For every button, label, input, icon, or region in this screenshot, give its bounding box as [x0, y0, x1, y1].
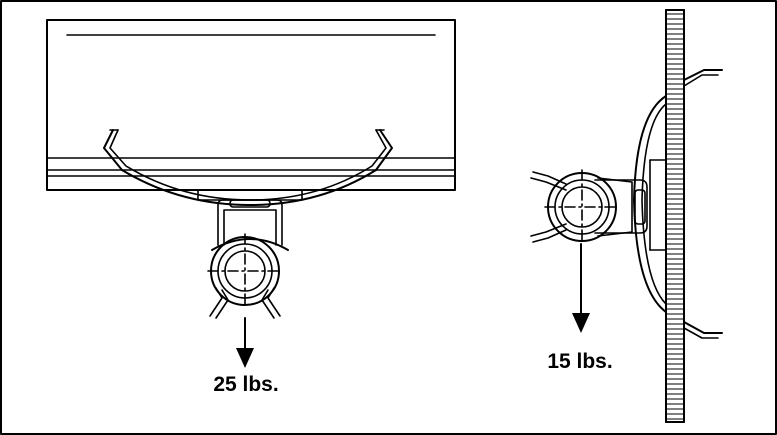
- hanger-strap: [217, 199, 283, 246]
- left-figure: 25 lbs.: [46, 19, 456, 396]
- saddle-plate: [197, 189, 303, 201]
- load-label-25: 25 lbs.: [213, 373, 278, 396]
- load-arrow-15: [572, 243, 590, 333]
- tray-body: [46, 19, 456, 191]
- pipe-clamp-right: [530, 169, 633, 245]
- rail-spring-clip: [633, 69, 723, 339]
- wire-clip: [103, 129, 393, 206]
- bracket: [594, 179, 648, 234]
- pipe-clamp: [207, 233, 289, 319]
- threaded-rail: [665, 9, 685, 423]
- right-figure: 15 lbs.: [530, 9, 723, 423]
- load-arrow-25: [236, 317, 254, 368]
- load-label-15: 15 lbs.: [547, 350, 612, 373]
